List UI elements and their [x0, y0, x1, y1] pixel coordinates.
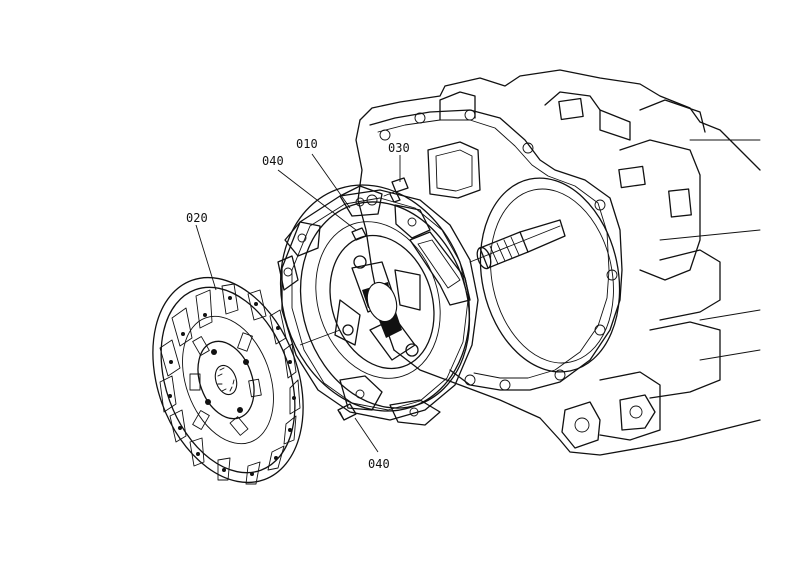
callout-020: 020: [186, 211, 208, 225]
clutch-disc: [152, 276, 304, 485]
dowel-pin-lower: [337, 403, 357, 421]
transmission-housing: [355, 69, 761, 456]
callout-010: 010: [296, 137, 318, 151]
clutch-cover-assembly: [277, 184, 479, 426]
leader-lines: [195, 153, 401, 453]
input-shaft: [476, 219, 566, 270]
bolt-part: [383, 177, 409, 203]
callout-030: 030: [388, 141, 410, 155]
dowel-pin-upper: [351, 227, 367, 241]
callout-040-lower: 040: [368, 457, 390, 471]
callout-040-upper: 040: [262, 154, 284, 168]
